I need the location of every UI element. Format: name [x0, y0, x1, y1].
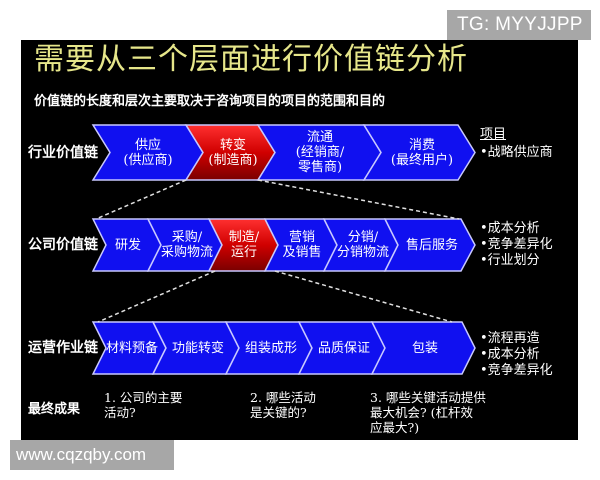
side-item: •行业划分	[480, 253, 540, 268]
segment-consumption: 消费 (最终用户)	[390, 137, 454, 168]
connector-1-right	[257, 179, 460, 220]
result-item-1: 1. 公司的主要 活动?	[104, 390, 183, 420]
segment-assembly: 组装成形	[244, 340, 297, 356]
chevron-packaging	[370, 321, 476, 375]
segment-rd: 研发	[114, 237, 141, 253]
side-list-company: •成本分析 •竞争差异化 •行业划分	[480, 221, 553, 269]
segment-manufacturing: 制造/ 运行	[228, 230, 260, 260]
connector-1-left	[95, 179, 187, 220]
side-list-industry: 项目 •战略供应商	[480, 127, 553, 161]
side-item: •战略供应商	[480, 145, 553, 160]
side-list-operations: •流程再造 •成本分析 •竞争差异化	[480, 331, 553, 379]
side-item: •成本分析	[480, 347, 540, 362]
tg-watermark: TG: MYYJJPP	[447, 10, 591, 40]
slide-subtitle: 价值链的长度和层次主要取决于咨询项目的项目的范围和目的	[34, 94, 386, 109]
chevron-after-sales	[383, 218, 476, 272]
results-label: 最终成果	[28, 402, 81, 417]
segment-after-sales: 售后服务	[405, 237, 458, 253]
segment-function-transform: 功能转变	[171, 340, 224, 356]
slide-title: 需要从三个层面进行价值链分析	[34, 42, 468, 77]
segment-distribution-logistics: 分销/ 分销物流	[336, 230, 389, 260]
side-item: •竞争差异化	[480, 363, 553, 378]
segment-quality: 品质保证	[317, 340, 370, 356]
segment-material-prep: 材料预备	[105, 340, 158, 356]
segment-procurement: 采购/ 采购物流	[160, 230, 213, 260]
chevron-consumption	[362, 124, 476, 181]
site-watermark: www.cqzqby.com	[10, 440, 174, 470]
segment-transform: 转变 (制造商)	[208, 137, 258, 168]
result-item-3: 3. 哪些关键活动提供 最大机会? (杠杆效 应最大?)	[370, 390, 486, 435]
result-item-2: 2. 哪些活动 是关键的?	[250, 390, 316, 420]
connector-2-right	[274, 270, 453, 323]
row-label-company: 公司价值链	[28, 237, 98, 253]
segment-packaging: 包装	[411, 340, 438, 356]
segment-distribution: 流通 (经销商/ 零售商)	[295, 130, 345, 175]
row-label-operations: 运营作业链	[28, 340, 98, 356]
side-item: •流程再造	[480, 331, 540, 346]
side-heading-project: 项目	[480, 127, 507, 142]
segment-marketing: 营销 及销售	[282, 230, 322, 260]
row-label-industry: 行业价值链	[28, 145, 98, 161]
side-item: •成本分析	[480, 221, 540, 236]
connector-2-left	[97, 270, 216, 323]
segment-supply: 供应 (供应商)	[123, 137, 173, 168]
side-item: •竞争差异化	[480, 237, 553, 252]
